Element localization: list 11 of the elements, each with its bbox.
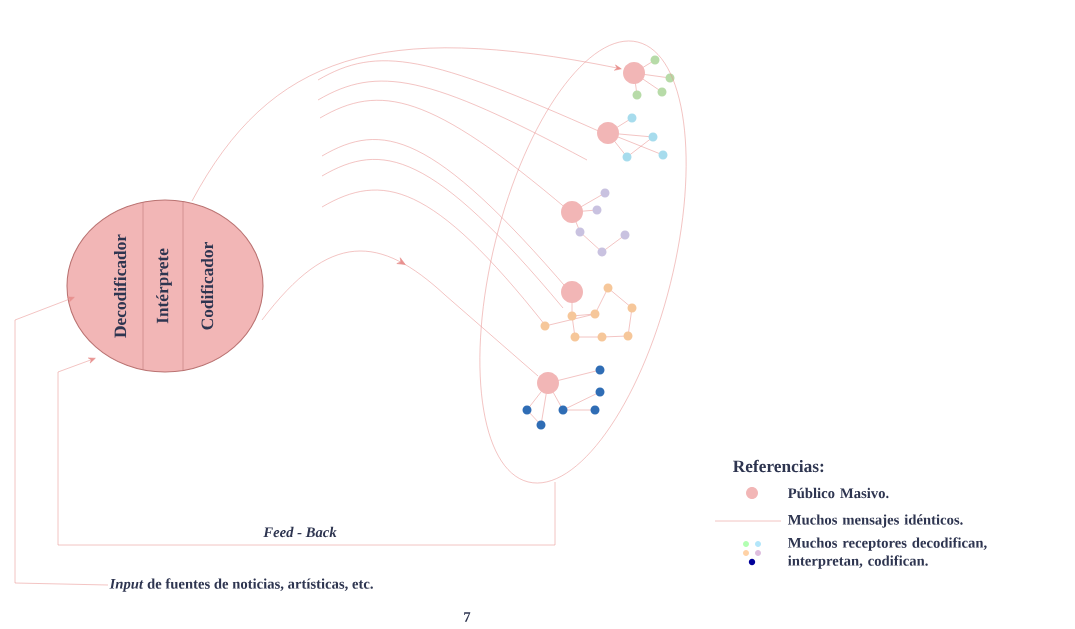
arrow bbox=[191, 47, 622, 202]
legend-text: Público Masivo. bbox=[787, 487, 889, 499]
edge-label: Feed - Back bbox=[262, 525, 338, 539]
input-text: Input de fuentes de noticias, artísticas, etc. bbox=[109, 578, 373, 592]
arrow bbox=[57, 357, 556, 546]
arrow bbox=[14, 296, 109, 586]
page-number: 7 bbox=[464, 612, 471, 622]
legend-text: Muchos receptores decodifican, interpretan, codifican. bbox=[787, 537, 987, 569]
legend-text: Muchos mensajes idénticos. bbox=[787, 514, 963, 528]
legend-heading: Referencias: bbox=[733, 459, 824, 473]
arrow bbox=[261, 251, 539, 377]
